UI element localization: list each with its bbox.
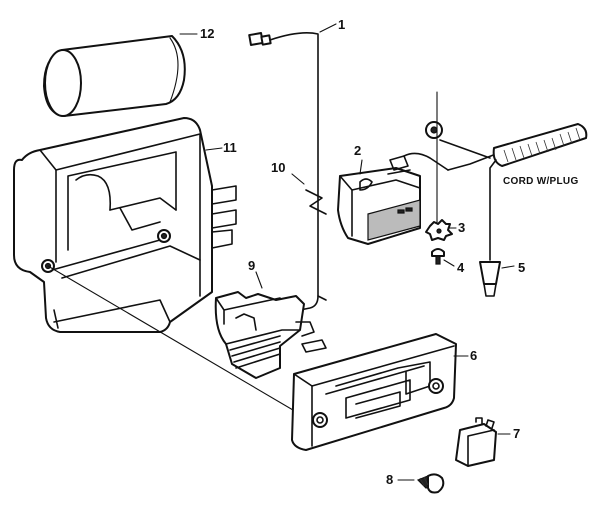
svg-text:4: 4 bbox=[457, 260, 465, 275]
part-8-screw bbox=[416, 473, 445, 494]
part-1-wire-lead bbox=[248, 32, 327, 311]
callout-11: 11 bbox=[205, 140, 237, 155]
svg-text:12: 12 bbox=[200, 26, 214, 41]
part-11-housing bbox=[13, 117, 311, 421]
part-2-terminal-bracket bbox=[337, 152, 449, 245]
part-7-fuse bbox=[455, 417, 497, 467]
part-cord-with-plug bbox=[425, 121, 588, 261]
callout-6: 6 bbox=[453, 348, 477, 363]
svg-text:11: 11 bbox=[223, 140, 237, 155]
callout-4: 4 bbox=[443, 259, 465, 275]
part-9-switch bbox=[214, 291, 327, 379]
callout-9: 9 bbox=[248, 258, 263, 289]
svg-text:6: 6 bbox=[470, 348, 477, 363]
svg-text:2: 2 bbox=[354, 143, 361, 158]
part-4-screw bbox=[431, 248, 445, 265]
svg-text:CORD W/PLUG: CORD W/PLUG bbox=[503, 176, 579, 187]
svg-text:1: 1 bbox=[338, 17, 345, 32]
callout-3: 3 bbox=[447, 220, 465, 235]
part-3-star-washer bbox=[425, 219, 453, 241]
part-12-capacitor bbox=[43, 35, 186, 117]
svg-text:3: 3 bbox=[458, 220, 465, 235]
callout-cord: CORD W/PLUG bbox=[503, 176, 579, 187]
svg-text:7: 7 bbox=[513, 426, 520, 441]
callout-5: 5 bbox=[501, 260, 525, 275]
svg-text:5: 5 bbox=[518, 260, 525, 275]
callout-8: 8 bbox=[386, 472, 415, 487]
callout-2: 2 bbox=[354, 143, 363, 175]
part-6-mounting-plate bbox=[291, 333, 457, 451]
part-10-clip bbox=[305, 189, 327, 215]
svg-text:9: 9 bbox=[248, 258, 255, 273]
callout-7: 7 bbox=[497, 426, 520, 441]
callout-12: 12 bbox=[179, 26, 214, 41]
callout-1: 1 bbox=[319, 17, 345, 33]
callout-10: 10 bbox=[271, 160, 305, 185]
part-5-plug bbox=[479, 261, 501, 297]
svg-text:8: 8 bbox=[386, 472, 393, 487]
svg-text:10: 10 bbox=[271, 160, 285, 175]
